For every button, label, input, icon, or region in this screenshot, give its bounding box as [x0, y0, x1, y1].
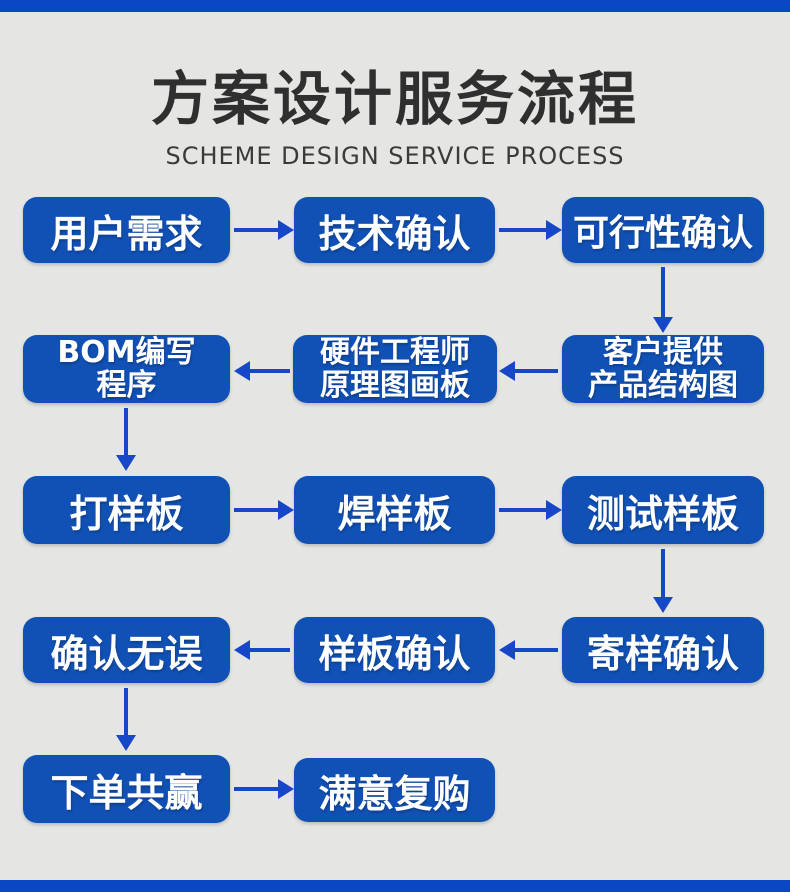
- bottom-accent-bar: [0, 880, 790, 892]
- flow-node-confirm-no-error: 确认无误: [23, 617, 230, 683]
- flow-node-test-sample-board: 测试样板: [562, 476, 764, 544]
- arrow-hardware-engineer-schematic-to-bom-programming: [234, 361, 290, 381]
- flow-node-solder-sample-board: 焊样板: [294, 476, 495, 544]
- arrow-feasibility-confirmation-to-customer-structure-diagram: [653, 267, 673, 333]
- flow-node-make-sample-board: 打样板: [23, 476, 230, 544]
- arrow-solder-sample-board-to-test-sample-board: [499, 500, 562, 520]
- flow-node-sample-confirmation: 样板确认: [294, 617, 495, 683]
- arrow-user-requirements-to-technical-confirmation: [234, 220, 294, 240]
- flow-node-place-order-win-win: 下单共赢: [23, 755, 230, 823]
- arrow-send-sample-confirmation-to-sample-confirmation: [499, 640, 558, 660]
- arrow-make-sample-board-to-solder-sample-board: [234, 500, 294, 520]
- top-accent-bar: [0, 0, 790, 12]
- page-title: 方案设计服务流程: [150, 65, 639, 133]
- flow-node-satisfied-repurchase: 满意复购: [294, 758, 495, 822]
- arrow-technical-confirmation-to-feasibility-confirmation: [499, 220, 562, 240]
- arrow-place-order-win-win-to-satisfied-repurchase: [234, 779, 294, 799]
- flow-node-user-requirements: 用户需求: [23, 197, 230, 263]
- page-subtitle: SCHEME DESIGN SERVICE PROCESS: [165, 142, 625, 170]
- arrow-sample-confirmation-to-confirm-no-error: [234, 640, 290, 660]
- arrow-customer-structure-diagram-to-hardware-engineer-schematic: [499, 361, 558, 381]
- arrow-test-sample-board-to-send-sample-confirmation: [653, 549, 673, 613]
- flow-node-bom-programming: BOM编写 程序: [23, 335, 230, 403]
- flow-node-send-sample-confirmation: 寄样确认: [562, 617, 764, 683]
- flow-node-technical-confirmation: 技术确认: [294, 197, 495, 263]
- arrow-bom-programming-to-make-sample-board: [116, 408, 136, 471]
- arrow-confirm-no-error-to-place-order-win-win: [116, 688, 136, 751]
- flow-node-customer-structure-diagram: 客户提供 产品结构图: [562, 335, 764, 403]
- flow-node-feasibility-confirmation: 可行性确认: [562, 197, 764, 263]
- flow-node-hardware-engineer-schematic: 硬件工程师 原理图画板: [293, 335, 497, 403]
